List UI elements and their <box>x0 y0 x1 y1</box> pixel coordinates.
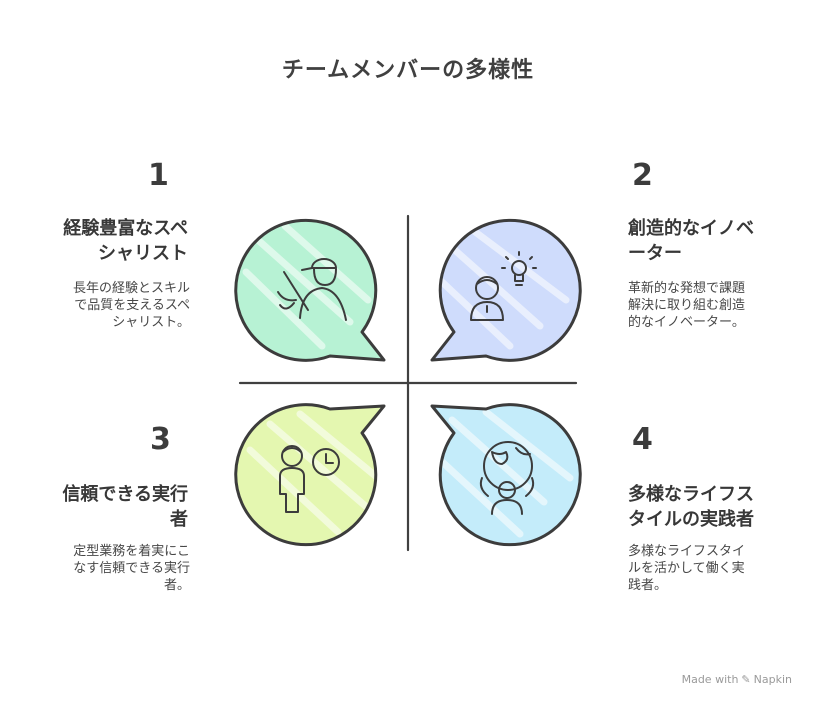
bubble-2 <box>430 218 582 362</box>
made-with-napkin-footer[interactable]: Made with✎Napkin <box>682 673 792 686</box>
item-2-description: 革新的な発想で課題解決に取り組む創造的なイノベーター。 <box>628 281 746 330</box>
bubble-3 <box>234 403 386 547</box>
item-4-heading: 多様なライフスタイルの実践者 <box>628 484 754 530</box>
item-1-number: 1 <box>148 158 169 193</box>
napkin-logo-icon: ✎ <box>741 673 751 686</box>
bubble-4 <box>430 403 582 547</box>
idea-person-icon <box>470 251 537 321</box>
item-4-description: 多様なライフスタイルを活かして働く実践者。 <box>628 544 746 593</box>
item-4-number: 4 <box>632 422 653 457</box>
item-3-description: 定型業務を着実にこなす信頼できる実行者。 <box>73 544 190 593</box>
item-2-number: 2 <box>632 158 653 193</box>
item-1-description: 長年の経験とスキルで品質を支えるスペシャリスト。 <box>72 281 190 330</box>
bubble-1 <box>234 218 386 362</box>
item-3-heading: 信頼できる実行者 <box>62 484 188 530</box>
item-1-heading: 経験豊富なスペシャリスト <box>63 218 188 264</box>
globe-person-icon <box>479 441 535 515</box>
diagram-title: チームメンバーの多様性 <box>281 58 535 83</box>
item-2-heading: 創造的なイノベーター <box>628 218 754 264</box>
made-with-label: Made with <box>681 673 739 686</box>
baseball-player-icon <box>277 258 347 321</box>
napkin-brand-label: Napkin <box>753 673 792 686</box>
person-clock-icon <box>279 445 340 513</box>
item-3-number: 3 <box>150 422 171 457</box>
